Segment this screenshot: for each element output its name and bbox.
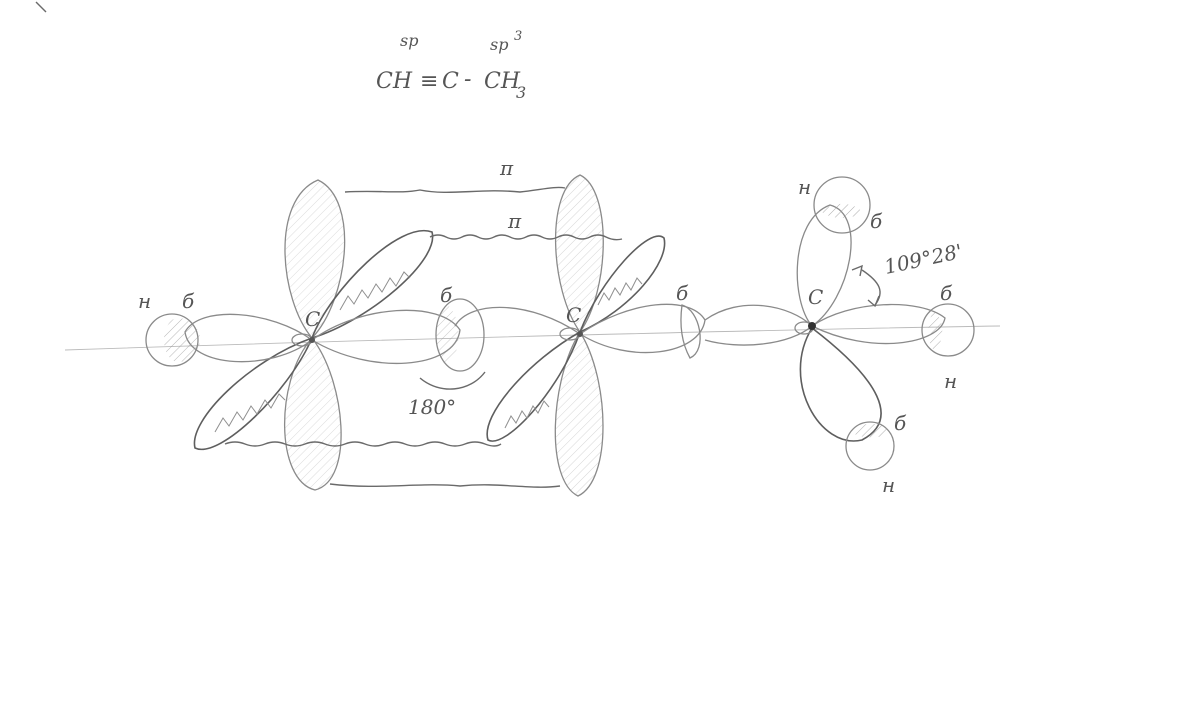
hyb-right-superscript: 3 xyxy=(514,29,522,44)
label-h-right: н xyxy=(944,369,957,393)
label-sigma-left: б xyxy=(182,289,195,313)
carbon-3-orbitals xyxy=(794,176,975,471)
label-angle-180: 180° xyxy=(408,395,456,419)
label-pi-second: π xyxy=(507,209,522,233)
label-sigma-top-h: б xyxy=(870,209,883,233)
formula-ch: CH xyxy=(376,69,413,94)
p-orbital-diagonal-upper xyxy=(310,229,434,340)
hyb-left-label: sp xyxy=(400,31,418,50)
nucleus-c2 xyxy=(577,331,583,337)
pi-bond-line-lower xyxy=(224,441,502,447)
label-h-left: н xyxy=(138,289,151,313)
formula-triple-bond: ≡ xyxy=(420,69,438,94)
label-atom-c1: C xyxy=(305,307,320,331)
sp-lobe-right-c2 xyxy=(578,303,706,354)
corner-mark xyxy=(35,1,47,13)
p-orbital-diagonal-upper-c2 xyxy=(578,235,666,334)
sp-lobe-right xyxy=(310,309,461,365)
sp3-lobe-top xyxy=(796,204,852,327)
label-sigma-mid: б xyxy=(440,283,453,307)
pi-bond-line-second xyxy=(429,234,623,241)
h-orbital-bottom xyxy=(845,421,895,471)
label-h-top: н xyxy=(798,175,811,199)
h-orbital-right xyxy=(921,303,975,357)
carbon-1-orbitals xyxy=(145,179,461,491)
carbon-2-orbitals xyxy=(454,174,706,497)
formula: sp sp 3 CH ≡ C - CH 3 xyxy=(376,29,526,102)
label-sigma-c2-right: б xyxy=(676,281,689,305)
sigma-overlap-c2-c3 xyxy=(680,304,701,359)
label-sigma-right-h: б xyxy=(940,281,953,305)
formula-ch3: CH xyxy=(484,69,521,94)
sp3-lobe-bottom xyxy=(799,326,882,442)
p-orbital-diagonal-lower-c2 xyxy=(486,330,582,442)
bond-axis-line xyxy=(64,325,1001,351)
formula-dash: - xyxy=(464,67,471,92)
nucleus-c1 xyxy=(309,337,315,343)
pi-bond-line-top xyxy=(344,186,566,194)
zigzag-hatch xyxy=(339,271,411,311)
h-orbital-top xyxy=(813,176,871,234)
hyb-right-label: sp xyxy=(490,35,508,54)
label-pi-top: π xyxy=(499,156,514,180)
nucleus-c3 xyxy=(808,322,816,330)
p-orbital-diagonal-lower xyxy=(193,336,314,451)
sp3-lobe-right xyxy=(810,303,946,345)
label-angle-tetra: 109°28' xyxy=(882,239,964,279)
angle-arc-180 xyxy=(419,371,486,390)
formula-subscript: 3 xyxy=(516,83,526,102)
label-h-bottom: н xyxy=(882,473,895,497)
label-sigma-bottom-h: б xyxy=(894,411,907,435)
label-atom-c2: C xyxy=(566,303,581,327)
formula-c: C xyxy=(442,69,459,94)
label-atom-c3: C xyxy=(808,285,823,309)
pi-bond-line-bottom xyxy=(329,483,561,488)
